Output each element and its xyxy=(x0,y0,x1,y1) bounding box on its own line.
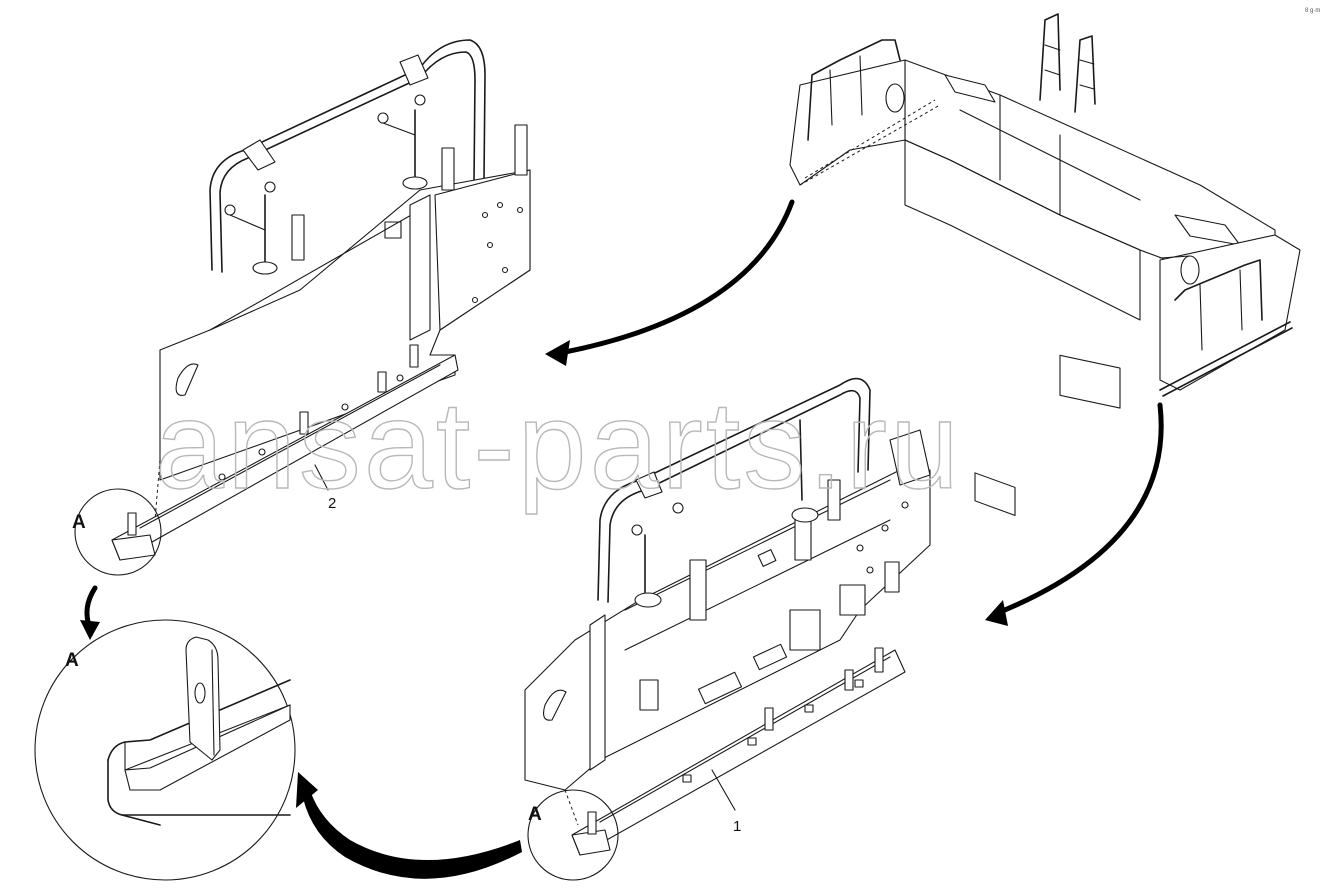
detail-label-left-circle: A xyxy=(72,512,86,533)
arrow-machine-to-left-head xyxy=(545,340,570,366)
end-plate-assembly-center xyxy=(524,377,931,856)
detail-label-bottom-circle: A xyxy=(528,804,542,825)
arrow-bottom-detail-to-zoom xyxy=(303,790,522,879)
corner-code: 8 g·m xyxy=(1305,8,1320,14)
machine-overview xyxy=(789,13,1301,517)
arrows xyxy=(80,199,1164,879)
detail-circle-bottom-small xyxy=(527,789,619,881)
arrow-left-detail-to-zoom-head xyxy=(80,620,100,640)
watermark: ansat-parts.ru xyxy=(155,377,962,515)
detail-a-zoom xyxy=(34,619,296,881)
arrow-machine-to-center-head xyxy=(985,600,1008,626)
arrow-machine-to-center xyxy=(997,402,1164,615)
detail-label-left-zoom: A xyxy=(65,650,79,671)
callout-part-2: 2 xyxy=(328,495,336,512)
detail-circle-left-small xyxy=(74,488,162,576)
arrow-bottom-detail-to-zoom-head xyxy=(296,772,318,808)
callout-part-1: 1 xyxy=(733,818,741,835)
arrow-machine-to-left xyxy=(562,199,795,355)
labels: 2 1 A A A 8 g·m xyxy=(65,8,1320,835)
end-plate-assembly-left xyxy=(111,39,531,561)
